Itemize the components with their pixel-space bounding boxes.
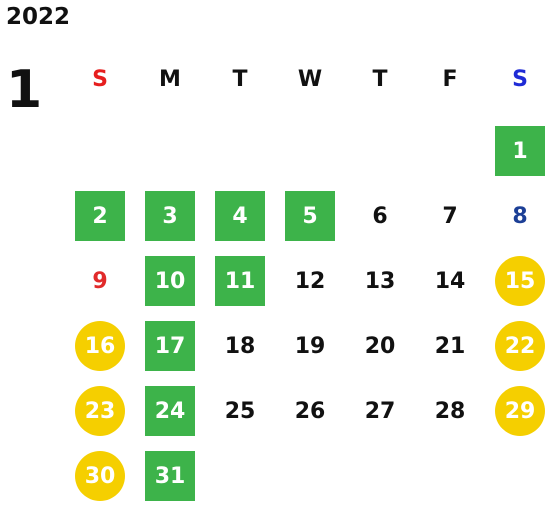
day-cell: 15 (487, 249, 548, 313)
day-number: 20 (364, 333, 396, 359)
weekday-header: S (92, 67, 108, 92)
day-cell: 8 (487, 184, 548, 248)
day-number: 11 (215, 256, 265, 306)
day-cell: 1 (487, 119, 548, 183)
day-number: 30 (75, 451, 125, 501)
day-number: 1 (495, 126, 545, 176)
day-number: 2 (75, 191, 125, 241)
day-number: 24 (145, 386, 195, 436)
month-label: 1 (6, 60, 43, 120)
day-cell: 29 (487, 379, 548, 443)
day-number: 14 (434, 268, 466, 294)
weekday-header: W (297, 67, 323, 92)
day-cell: 23 (67, 379, 133, 443)
day-cell: 27 (347, 379, 413, 443)
day-number: 26 (294, 398, 326, 424)
day-cell: 28 (417, 379, 483, 443)
day-number: 25 (224, 398, 256, 424)
day-cell: 31 (137, 444, 203, 508)
day-cell: 7 (417, 184, 483, 248)
day-cell: 24 (137, 379, 203, 443)
day-number: 9 (92, 268, 108, 294)
day-number: 21 (434, 333, 466, 359)
day-number: 27 (364, 398, 396, 424)
day-number: 19 (294, 333, 326, 359)
weekday-header: S (512, 67, 528, 92)
day-number: 15 (495, 256, 545, 306)
day-cell: 19 (277, 314, 343, 378)
day-number: 6 (372, 203, 388, 229)
day-cell: 4 (207, 184, 273, 248)
day-cell: 13 (347, 249, 413, 313)
day-number: 12 (294, 268, 326, 294)
day-number: 29 (495, 386, 545, 436)
day-number: 17 (145, 321, 195, 371)
day-cell: 11 (207, 249, 273, 313)
day-cell: 2 (67, 184, 133, 248)
day-number: 5 (285, 191, 335, 241)
day-cell: 18 (207, 314, 273, 378)
day-cell: 21 (417, 314, 483, 378)
day-number: 16 (75, 321, 125, 371)
year-label: 2022 (6, 4, 71, 30)
weekday-header: T (232, 67, 248, 92)
day-cell: 20 (347, 314, 413, 378)
day-cell: 16 (67, 314, 133, 378)
day-number: 10 (145, 256, 195, 306)
day-number: 31 (145, 451, 195, 501)
day-cell: 26 (277, 379, 343, 443)
day-number: 8 (512, 203, 528, 229)
day-cell: 10 (137, 249, 203, 313)
day-number: 28 (434, 398, 466, 424)
weekday-header: M (159, 67, 181, 92)
day-cell: 25 (207, 379, 273, 443)
day-number: 4 (215, 191, 265, 241)
day-cell: 3 (137, 184, 203, 248)
day-cell: 6 (347, 184, 413, 248)
day-cell: 12 (277, 249, 343, 313)
day-number: 7 (442, 203, 458, 229)
day-cell: 30 (67, 444, 133, 508)
day-cell: 9 (67, 249, 133, 313)
day-number: 13 (364, 268, 396, 294)
day-cell: 14 (417, 249, 483, 313)
day-number: 22 (495, 321, 545, 371)
day-cell: 17 (137, 314, 203, 378)
day-cell: 5 (277, 184, 343, 248)
weekday-header: F (442, 67, 458, 92)
day-cell: 22 (487, 314, 548, 378)
day-number: 23 (75, 386, 125, 436)
weekday-header: T (372, 67, 388, 92)
day-number: 3 (145, 191, 195, 241)
day-number: 18 (224, 333, 256, 359)
